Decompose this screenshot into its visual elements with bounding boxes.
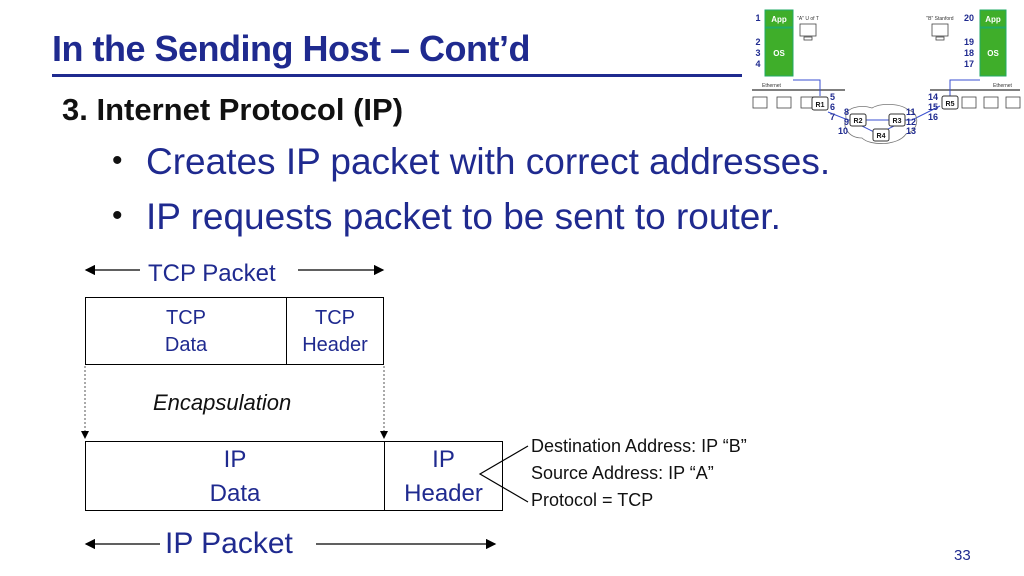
r5-step-2: 16 bbox=[928, 112, 938, 122]
title-underline bbox=[52, 74, 742, 77]
slide-subtitle: 3. Internet Protocol (IP) bbox=[62, 92, 404, 127]
tcp-data-line1: TCP bbox=[166, 307, 206, 329]
path-line bbox=[793, 79, 821, 96]
header-field-source: Source Address: IP “A” bbox=[531, 463, 714, 483]
computer-icon bbox=[776, 96, 792, 109]
router-icon bbox=[941, 95, 959, 110]
left-step-os-0: 2 bbox=[755, 37, 760, 47]
r3-step-2: 13 bbox=[906, 126, 916, 136]
right-ethernet-label: Ethernet bbox=[993, 83, 1013, 89]
left-step-os-1: 3 bbox=[755, 48, 760, 58]
right-os-label: OS bbox=[987, 49, 999, 58]
router-icon bbox=[888, 113, 906, 127]
page-number: 33 bbox=[954, 547, 971, 564]
computer-icon bbox=[1005, 96, 1021, 109]
right-step-os-0: 19 bbox=[964, 37, 974, 47]
tcp-header-box: TCP Header bbox=[286, 297, 384, 365]
computer-icon bbox=[799, 23, 817, 37]
router-icon bbox=[849, 113, 867, 127]
router-r3-label: R3 bbox=[893, 118, 902, 125]
left-app-box bbox=[764, 9, 794, 28]
right-step-os-2: 17 bbox=[964, 59, 974, 69]
computer-icon bbox=[931, 23, 949, 37]
r3-step-0: 11 bbox=[906, 107, 916, 117]
r5-step-0: 14 bbox=[928, 92, 938, 102]
computer-base-icon bbox=[935, 36, 945, 41]
computer-icon bbox=[983, 96, 999, 109]
router-icon bbox=[872, 128, 890, 142]
bullet-text: IP requests packet to be sent to router. bbox=[146, 196, 781, 237]
tcp-data-box: TCP Data bbox=[85, 297, 287, 365]
left-os-box bbox=[764, 27, 794, 77]
ip-header-line2: Header bbox=[404, 480, 483, 507]
left-step-top: 1 bbox=[755, 13, 760, 23]
network-cloud bbox=[844, 104, 918, 144]
r4-step: 10 bbox=[838, 126, 848, 136]
right-app-label: App bbox=[985, 15, 1001, 24]
r2-step-1: 9 bbox=[844, 117, 849, 127]
computer-base-icon bbox=[803, 36, 813, 41]
router-r4-label: R4 bbox=[877, 133, 886, 140]
r1-step-0: 5 bbox=[830, 92, 835, 102]
computer-icon bbox=[961, 96, 977, 109]
left-os-label: OS bbox=[773, 49, 785, 58]
r5-step-1: 15 bbox=[928, 102, 938, 112]
path-line bbox=[949, 79, 980, 96]
ip-data-line2: Data bbox=[209, 480, 261, 507]
tcp-header-line2: Header bbox=[302, 334, 368, 356]
ip-packet-label: IP Packet bbox=[165, 527, 293, 560]
tcp-data-line2: Data bbox=[164, 334, 208, 356]
tcp-packet-label: TCP Packet bbox=[148, 260, 276, 287]
tcp-header-line1: TCP bbox=[315, 307, 355, 329]
bullet-dot-icon: • bbox=[112, 144, 123, 178]
encapsulation-label: Encapsulation bbox=[153, 390, 292, 415]
router-r2-label: R2 bbox=[854, 118, 863, 125]
ip-data-line1: IP bbox=[223, 446, 247, 473]
r1-step-2: 7 bbox=[830, 112, 835, 122]
computer-icon bbox=[752, 96, 768, 109]
host-a-label: "A" U of T bbox=[797, 16, 819, 22]
left-step-os-2: 4 bbox=[755, 59, 760, 69]
r2-step-0: 8 bbox=[844, 107, 849, 117]
r3-step-1: 12 bbox=[906, 117, 916, 127]
header-field-protocol: Protocol = TCP bbox=[531, 490, 654, 510]
bullet-item: • IP requests packet to be sent to router… bbox=[112, 196, 781, 238]
left-ethernet-label: Ethernet bbox=[762, 83, 782, 89]
right-step-os-1: 18 bbox=[964, 48, 974, 58]
bullet-dot-icon: • bbox=[112, 199, 123, 233]
left-app-label: App bbox=[771, 15, 787, 24]
slide-title: In the Sending Host – Cont’d bbox=[52, 28, 530, 69]
ip-header-line1: IP bbox=[432, 446, 455, 473]
right-step-top: 20 bbox=[964, 13, 974, 23]
r1-step-1: 6 bbox=[830, 102, 835, 112]
bullet-text: Creates IP packet with correct addresses… bbox=[146, 141, 831, 182]
right-app-box bbox=[979, 9, 1007, 28]
router-r5-label: R5 bbox=[946, 101, 955, 108]
bullet-item: • Creates IP packet with correct addresse… bbox=[112, 141, 830, 183]
router-r1-label: R1 bbox=[816, 102, 825, 109]
header-field-destination: Destination Address: IP “B” bbox=[531, 436, 747, 456]
right-os-box bbox=[979, 27, 1007, 77]
header-fan-lines bbox=[478, 445, 529, 503]
router-icon bbox=[811, 96, 829, 111]
host-b-label: "B" Stanford bbox=[926, 16, 953, 22]
